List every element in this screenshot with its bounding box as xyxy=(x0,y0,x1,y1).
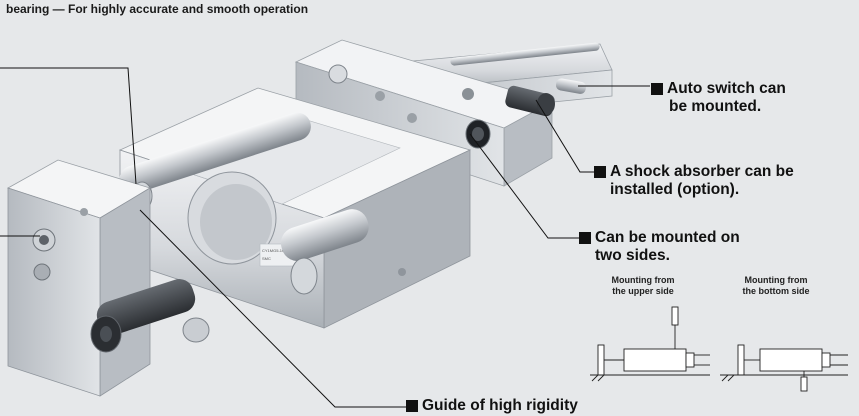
label-mounting-upper: Mounting from the upper side xyxy=(603,275,683,297)
headline-text: bearing — For highly accurate and smooth… xyxy=(6,2,309,16)
mounting-diagrams xyxy=(590,306,848,392)
svg-text:SMC: SMC xyxy=(262,256,271,261)
callout-line-1: A shock absorber can be xyxy=(610,163,794,180)
bullet-square-icon xyxy=(406,400,418,412)
label-line-1: Mounting from xyxy=(611,275,675,285)
leader-lines xyxy=(0,67,650,408)
callout-line-2: be mounted. xyxy=(669,98,762,115)
callout-line-2: two sides. xyxy=(595,247,670,264)
bullet-square-icon xyxy=(579,232,591,244)
svg-text:CY1MG5-100B: CY1MG5-100B xyxy=(262,248,289,253)
callout-shock-absorber: A shock absorber can be installed (optio… xyxy=(594,163,794,199)
shock-absorber xyxy=(465,78,587,149)
front-end-plate xyxy=(7,159,151,397)
label-mounting-bottom: Mounting from the bottom side xyxy=(728,275,824,297)
bullet-square-icon xyxy=(594,166,606,178)
callout-line-1: Guide of high rigidity xyxy=(422,397,578,414)
callout-guide: Guide of high rigidity xyxy=(406,397,578,415)
bullet-square-icon xyxy=(651,83,663,95)
callout-two-sides: Can be mounted on two sides. xyxy=(579,229,740,265)
callout-line-2: installed (option). xyxy=(610,181,740,198)
label-line-2: the upper side xyxy=(612,286,674,296)
label-line-2: the bottom side xyxy=(742,286,810,296)
callout-auto-switch: Auto switch can be mounted. xyxy=(651,80,786,116)
callout-line-1: Can be mounted on xyxy=(595,229,740,246)
cylinder-body: CY1MG5-100B SMC xyxy=(118,87,472,329)
diagram-bottom-side xyxy=(720,344,848,392)
diagram-upper-side xyxy=(590,306,710,382)
callout-line-1: Auto switch can xyxy=(667,80,786,97)
label-line-1: Mounting from xyxy=(744,275,808,285)
front-stopper xyxy=(90,279,210,353)
